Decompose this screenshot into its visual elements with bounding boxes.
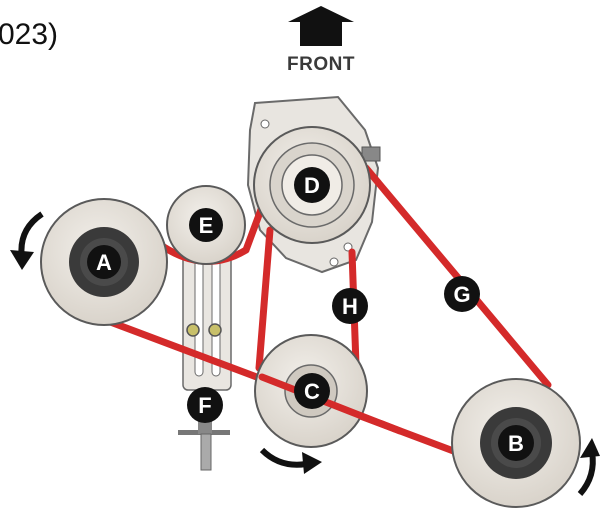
svg-text:B: B [508, 431, 524, 456]
front-label: FRONT [287, 54, 355, 75]
svg-text:C: C [304, 379, 320, 404]
pulley-d-label: D [294, 167, 330, 203]
svg-text:F: F [198, 393, 211, 418]
svg-text:G: G [453, 282, 470, 307]
svg-text:E: E [199, 213, 214, 238]
svg-text:D: D [304, 173, 320, 198]
belt-crossing [258, 373, 404, 435]
pulley-f-label: F [187, 387, 223, 423]
curved-arrow-cw-icon [577, 438, 600, 496]
pulley-a-label: A [87, 245, 121, 279]
belt-g [362, 164, 552, 389]
curved-arrow-cw-icon [259, 447, 322, 474]
belt-h-label: H [332, 288, 368, 324]
belt-g-label: G [444, 276, 480, 312]
up-arrow-icon [288, 6, 354, 46]
svg-text:A: A [96, 250, 112, 275]
svg-text:H: H [342, 294, 358, 319]
pulley-e-label: E [189, 208, 223, 242]
pulley-c-label: C [294, 373, 330, 409]
partial-title: 023) [0, 18, 59, 51]
curved-arrow-ccw-icon [10, 211, 44, 270]
pulley-b-label: B [498, 425, 534, 461]
